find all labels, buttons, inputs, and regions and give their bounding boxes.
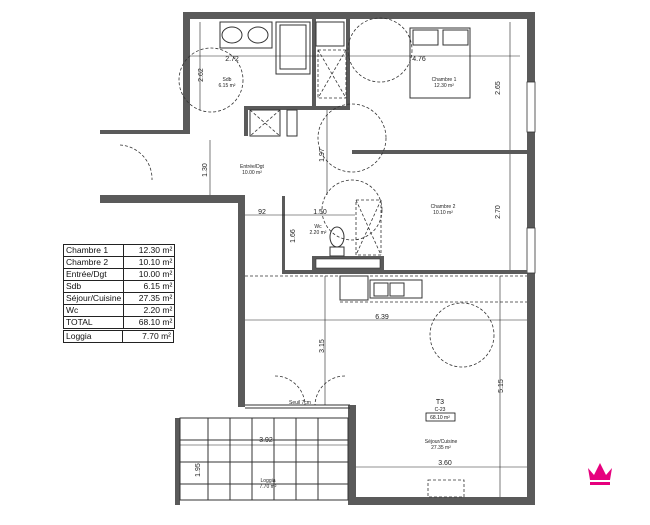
room-wc-area: 2.20 m² xyxy=(310,230,327,236)
dim-dgt-length: 1.97 xyxy=(319,148,326,162)
dim-ch2-depth: 2.70 xyxy=(495,205,502,219)
room-chambre2-area: 10.10 m² xyxy=(433,210,453,216)
room-wc-name: Wc xyxy=(314,224,322,230)
room-sejour-name: Séjour/Cuisine xyxy=(425,439,458,445)
room-chambre1-name: Chambre 1 xyxy=(432,77,457,83)
room-cell: Entrée/Dgt xyxy=(62,268,125,281)
room-cell: Loggia xyxy=(63,330,123,343)
dim-sejour-width: 6.39 xyxy=(375,314,389,321)
area-cell: 27.35 m² xyxy=(123,292,176,305)
dim-wc-depth: 1.66 xyxy=(290,229,297,243)
walls xyxy=(100,12,536,505)
dim-wc-width: 1.50 xyxy=(313,209,327,216)
room-sdb-area: 6.15 m² xyxy=(219,83,236,89)
dim-ch1-depth: 2.65 xyxy=(495,81,502,95)
dim-entree-depth: 1.30 xyxy=(202,163,209,177)
area-cell: 10.00 m² xyxy=(123,268,176,281)
room-sdb-name: Sdb xyxy=(223,77,232,83)
dim-passage: 92 xyxy=(258,209,266,216)
room-chambre2-name: Chambre 2 xyxy=(431,204,456,210)
threshold-note: Seuil 7cm xyxy=(289,400,311,406)
dim-sejour-bottom: 3.60 xyxy=(438,460,452,467)
area-cell: 68.10 m² xyxy=(123,316,176,329)
area-cell: 6.15 m² xyxy=(123,280,176,293)
room-cell: Séjour/Cuisine xyxy=(62,292,125,305)
room-cell: Sdb xyxy=(62,280,125,293)
room-cell: TOTAL xyxy=(62,316,125,329)
unit-ref: C-23 xyxy=(435,407,446,413)
unit-total: 68.10 m² xyxy=(430,415,450,421)
area-cell: 2.20 m² xyxy=(123,304,176,317)
dim-ch1-width: 4.76 xyxy=(412,56,426,63)
dimension-lines xyxy=(180,22,527,497)
area-cell: 7.70 m² xyxy=(122,330,174,343)
room-chambre1-area: 12.30 m² xyxy=(434,83,454,89)
dim-loggia-depth: 1.95 xyxy=(195,463,202,477)
area-cell: 12.30 m² xyxy=(123,244,176,257)
crown-icon xyxy=(588,463,612,485)
dim-sdb-width: 2.72 xyxy=(225,56,239,63)
room-loggia-area: 7.70 m² xyxy=(260,484,277,490)
room-loggia-name: Loggia xyxy=(260,478,275,484)
room-entree-area: 10.00 m² xyxy=(242,170,262,176)
area-cell: 10.10 m² xyxy=(123,256,176,269)
dim-sejour-depth-left: 3.15 xyxy=(319,339,326,353)
room-cell: Chambre 2 xyxy=(62,256,125,269)
room-entree-name: Entrée/Dgt xyxy=(240,164,265,170)
loggia-tiles xyxy=(179,417,349,501)
door-swings xyxy=(119,17,495,498)
room-cell: Chambre 1 xyxy=(62,244,125,257)
interior-walls xyxy=(244,12,527,409)
unit-type: T3 xyxy=(436,399,444,406)
dim-loggia-width: 3.92 xyxy=(259,437,273,444)
fixtures xyxy=(219,21,527,303)
dim-sejour-depth-right: 5.15 xyxy=(498,379,505,393)
dim-sdb-depth: 2.62 xyxy=(198,68,205,82)
room-sejour-area: 27.35 m² xyxy=(431,445,451,451)
room-cell: Wc xyxy=(62,304,125,317)
